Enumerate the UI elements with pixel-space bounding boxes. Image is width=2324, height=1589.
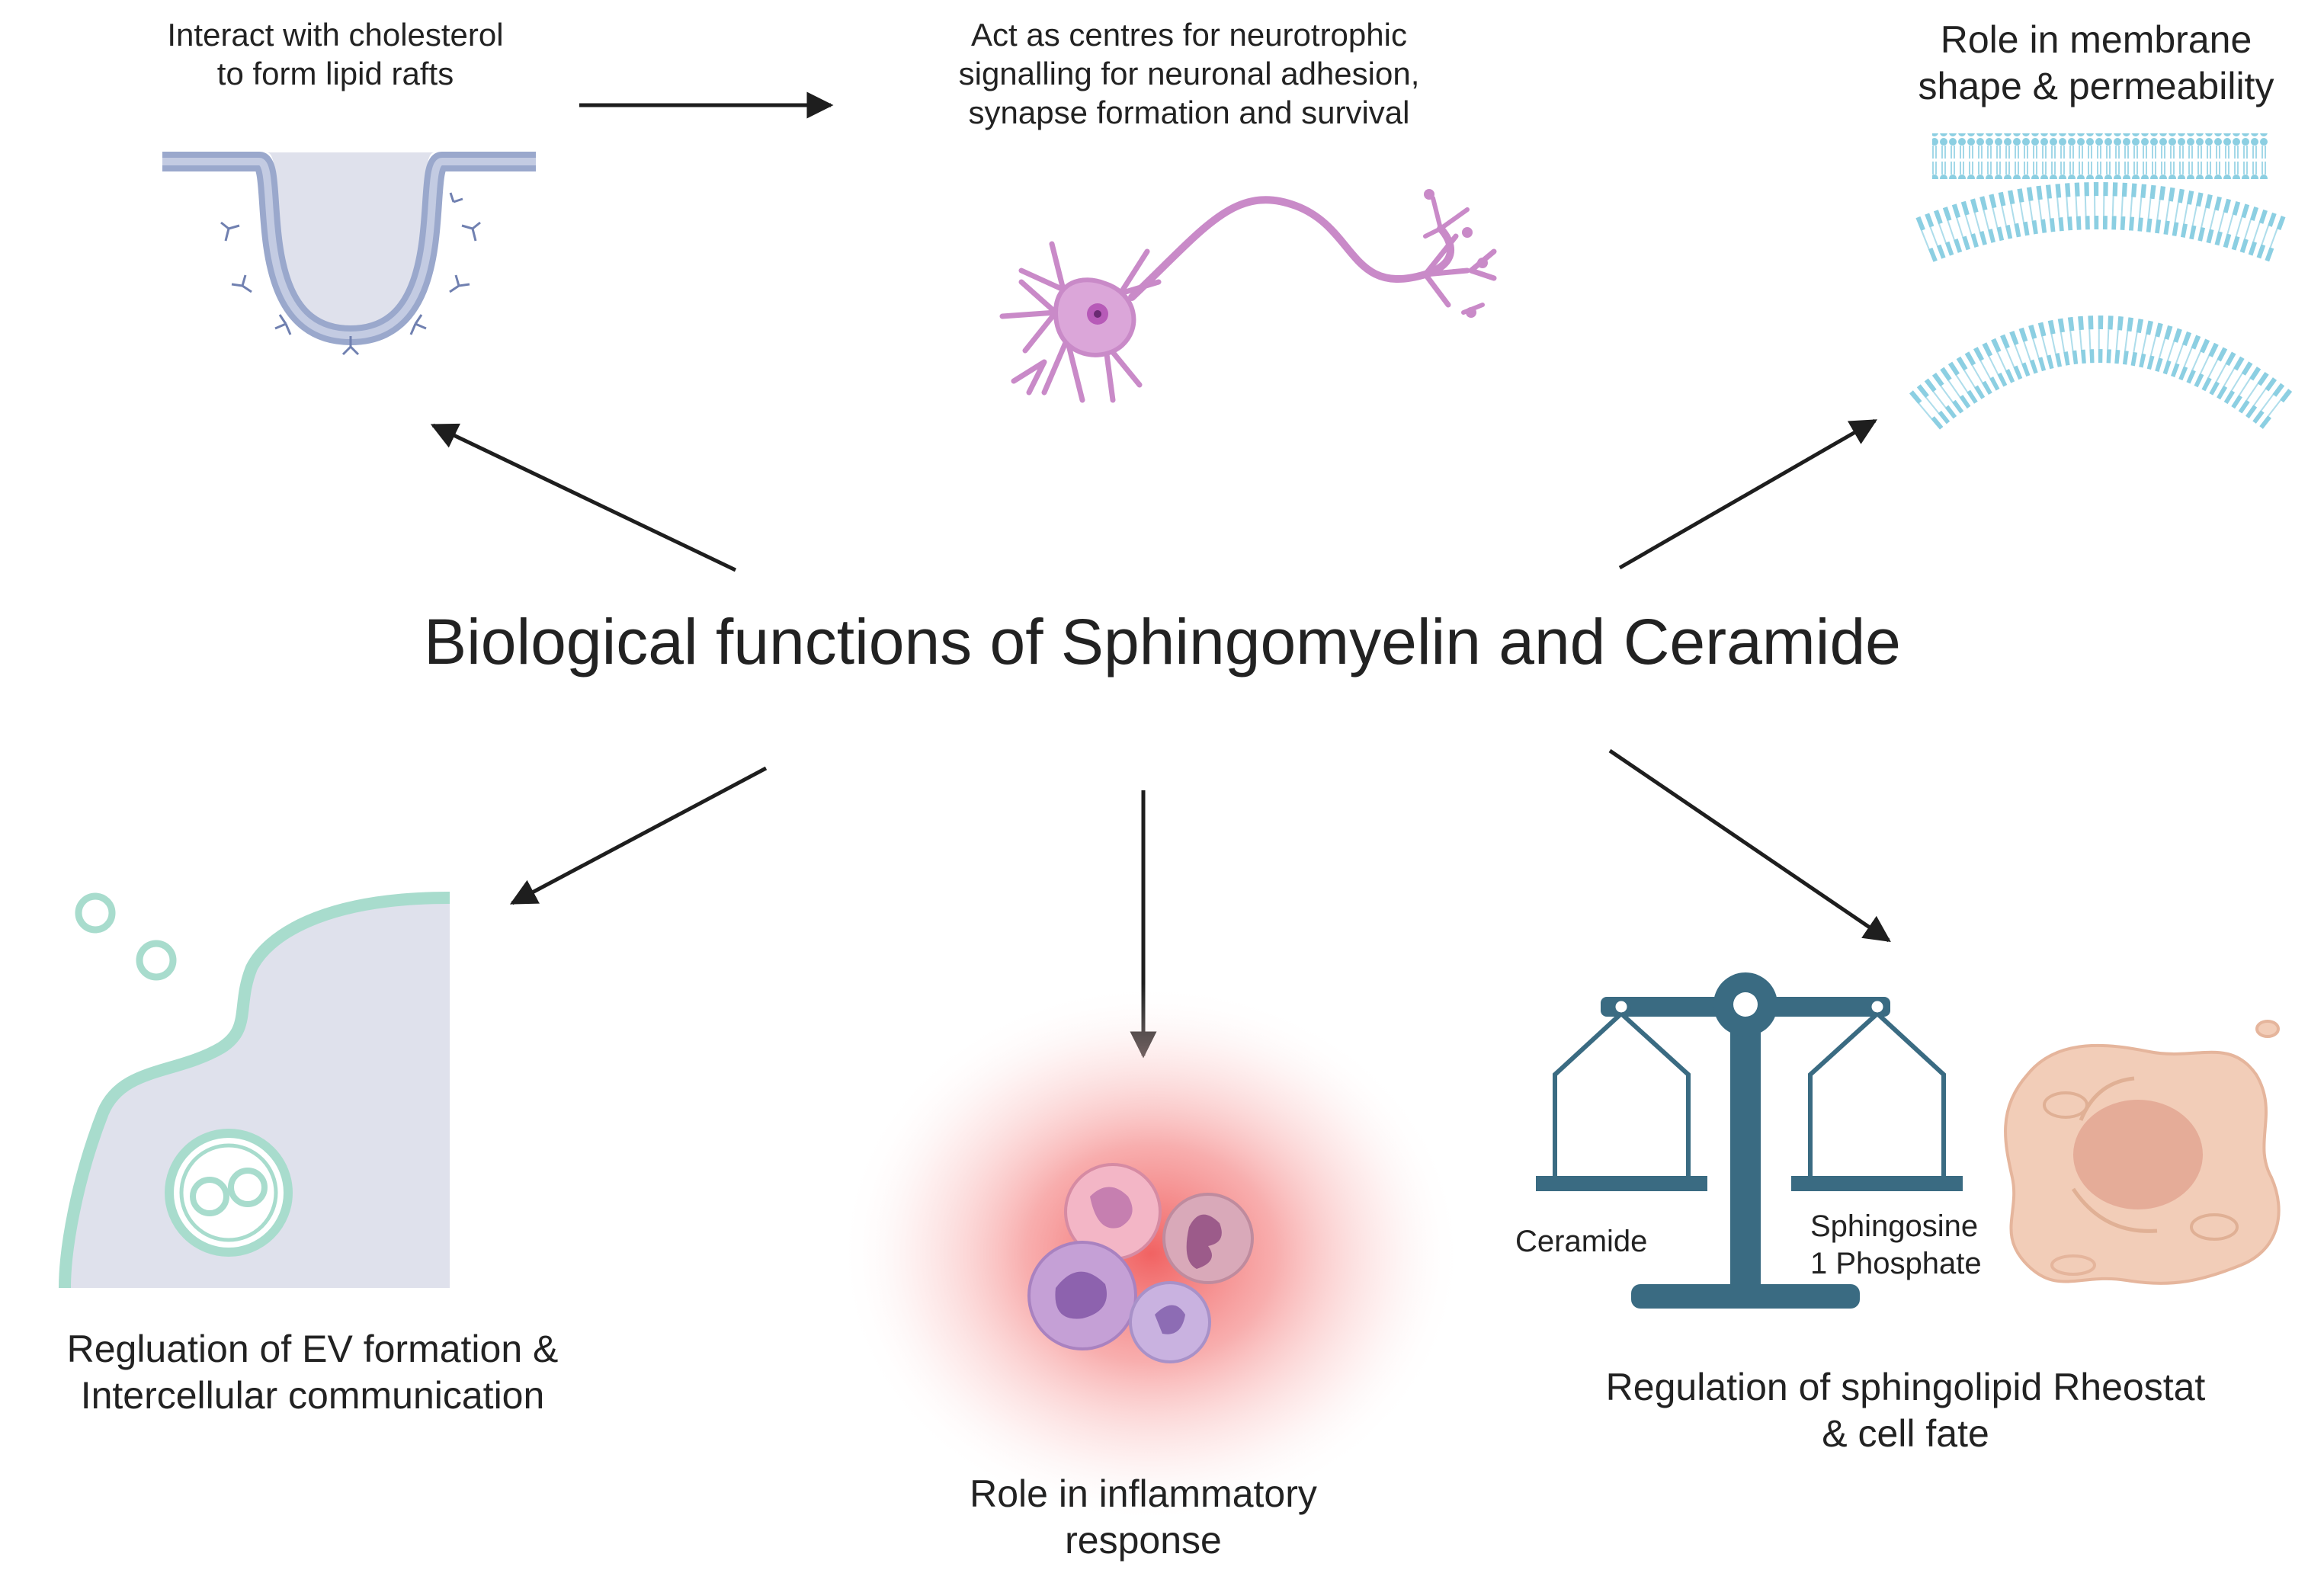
neurotrophic-label: Act as centres for neurotrophic signalli… <box>854 15 1524 133</box>
membrane-bilayers-illustration <box>1909 133 2294 431</box>
membrane-label: Role in membrane shape & permeability <box>1875 17 2317 110</box>
arrow-center-to-membrane <box>1618 418 1878 570</box>
ev-label: Regluation of EV formation & Intercellul… <box>0 1326 625 1419</box>
neurotrophic-label-line3: synapse formation and survival <box>968 95 1410 131</box>
neurotrophic-label-line1: Act as centres for neurotrophic <box>971 17 1407 53</box>
diagram-title: Biological functions of Sphingomyelin an… <box>424 606 1901 678</box>
membrane-label-line2: shape & permeability <box>1918 65 2274 107</box>
inflammatory-label-line1: Role in inflammatory <box>970 1472 1317 1515</box>
rheostat-scale-illustration <box>1536 972 1963 1309</box>
scale-right-label-line1: Sphingosine <box>1810 1209 1979 1243</box>
ev-label-line1: Regluation of EV formation & <box>66 1328 559 1370</box>
rheostat-label-line1: Regulation of sphingolipid Rheostat <box>1605 1366 2206 1408</box>
arrow-center-to-rafts <box>430 423 737 572</box>
inflammatory-label-line2: response <box>1065 1519 1222 1562</box>
scale-right-label-line2: 1 Phosphate <box>1810 1246 1982 1280</box>
ev-label-line2: Intercellular communication <box>80 1374 545 1417</box>
cell-illustration <box>2004 1020 2281 1285</box>
scale-right-label: Sphingosine 1 Phosphate <box>1810 1208 1982 1283</box>
lipid-rafts-label-line1: Interact with cholesterol <box>167 17 504 53</box>
lipid-rafts-label: Interact with cholesterol to form lipid … <box>69 15 602 93</box>
lipid-raft-illustration <box>162 152 536 385</box>
scale-left-label: Ceramide <box>1515 1225 1648 1258</box>
neuron-illustration <box>999 189 1497 403</box>
membrane-label-line1: Role in membrane <box>1940 18 2252 61</box>
rheostat-label: Regulation of sphingolipid Rheostat & ce… <box>1509 1364 2302 1457</box>
rheostat-label-line2: & cell fate <box>1822 1412 1989 1455</box>
arrow-center-to-ev <box>509 766 768 905</box>
inflammation-illustration <box>838 983 1463 1524</box>
arrow-center-to-rheostat <box>1608 748 1891 943</box>
ev-formation-illustration <box>59 892 450 1289</box>
inflammatory-label: Role in inflammatory response <box>877 1471 1410 1564</box>
neurotrophic-label-line2: signalling for neuronal adhesion, <box>958 56 1420 92</box>
lipid-rafts-label-line2: to form lipid rafts <box>216 56 454 92</box>
